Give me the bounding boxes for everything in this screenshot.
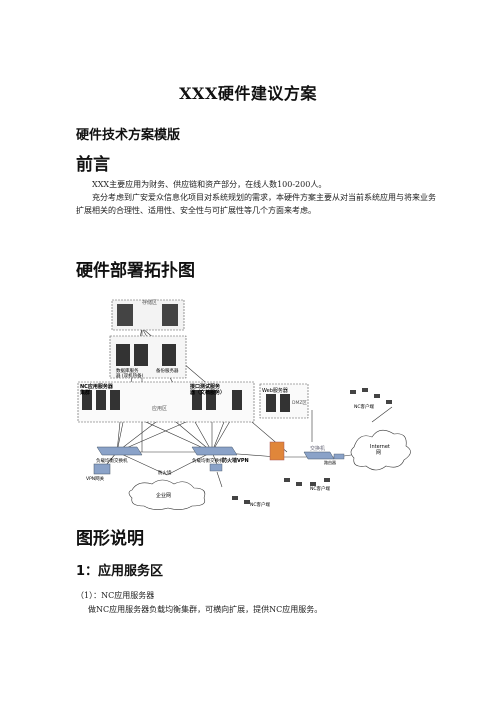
doc-subtitle: 硬件技术方案模版: [76, 128, 181, 143]
preface-paragraph-1: XXX主要应用为财务、供应链和资产部分，在线人数100-200人。: [76, 178, 436, 191]
app-zone: NC应用服务器 集群 接口测试服务 器（文档服务） 应用区: [77, 381, 255, 423]
doc-title: XXX硬件建议方案: [179, 84, 317, 103]
database-zone: 数据库服务 器 (双机热备) 备份服务器: [109, 335, 187, 379]
switch-b-label: 负载均衡交换机: [192, 457, 224, 464]
firewall-b: 防火墙: [158, 469, 172, 476]
topology-diagram: 存储区 数据库服务 器 (双机热备) 备份服务器 NC应用服务器 集群 接口测试…: [77, 299, 411, 510]
nc-app-label-b: 集群: [79, 389, 90, 396]
internet-label-a: Internet: [370, 444, 390, 450]
legend-item-1-desc: 做NC应用服务器负载均衡集群，可横向扩展，提供NC应用服务。: [88, 605, 323, 614]
enterprise-net-label: 企业网: [156, 492, 171, 499]
internet-label-b: 网: [376, 450, 381, 456]
enterprise-cloud: 企业网: [128, 479, 206, 510]
dmz-label: DMZ区: [292, 400, 307, 406]
iface-label-b: 器（文档服务）: [189, 389, 225, 396]
nc-client-a: NC客户端: [354, 403, 375, 410]
firewall-label: 防火墙VPN: [222, 457, 249, 464]
topology-heading: 硬件部署拓扑图: [76, 261, 195, 281]
nc-client-c: NC客户端: [250, 501, 271, 508]
switch-a-label: 负载均衡交换机: [96, 457, 128, 464]
vpn-gateway-label: VPN网关: [86, 475, 105, 482]
dmz-zone: Web服务器 DMZ区: [259, 383, 309, 419]
switch-c-label: 交换机: [310, 445, 325, 452]
legend-heading: 图形说明: [76, 529, 144, 549]
storage-label: 存储区: [142, 299, 157, 306]
vpn-gateway: VPN网关: [86, 463, 111, 482]
web-label: Web服务器: [262, 387, 288, 394]
switch-a: 负载均衡交换机: [96, 446, 143, 464]
legend-subheading-1: 1：应用服务区: [76, 564, 164, 579]
nc-clients-lower: NC客户端: [232, 496, 271, 508]
storage-zone: 存储区: [111, 299, 185, 331]
firewall: 防火墙VPN: [222, 441, 285, 464]
switch-b: 负载均衡交换机: [191, 446, 238, 464]
internet-cloud: Internet 网: [350, 429, 411, 471]
router: 路由器: [324, 453, 345, 465]
db-label-a: 数据库服务: [116, 367, 139, 374]
firewall-b-label: 防火墙: [158, 469, 172, 476]
preface-text-1: XXX主要应用为财务、供应链和资产部分，在线人数100-200人。: [92, 180, 327, 189]
switch-c: 交换机: [303, 445, 335, 460]
router-lower: [209, 463, 223, 472]
preface-paragraph-2: 充分考虑到广安爱众信息化项目对系统规划的需求，本硬件方案主要从对当前系统应用与将…: [76, 191, 436, 217]
legend-item-1: （1）：NC应用服务器: [76, 591, 155, 600]
app-zone-label: 应用区: [152, 405, 167, 412]
iface-label-a: 接口测试服务: [189, 383, 221, 390]
db-label-b: 器 (双机热备): [116, 372, 144, 379]
nc-app-label-a: NC应用服务器: [80, 383, 114, 390]
preface-text-2: 充分考虑到广安爱众信息化项目对系统规划的需求，本硬件方案主要从对当前系统应用与将…: [76, 193, 436, 215]
nc-clients-top: NC客户端: [350, 388, 392, 410]
nc-client-b: NC客户端: [310, 485, 331, 492]
db-label-c: 备份服务器: [156, 367, 179, 374]
preface-heading: 前言: [76, 155, 110, 175]
router-label: 路由器: [324, 459, 336, 465]
nc-clients-bottom: NC客户端: [284, 478, 331, 492]
